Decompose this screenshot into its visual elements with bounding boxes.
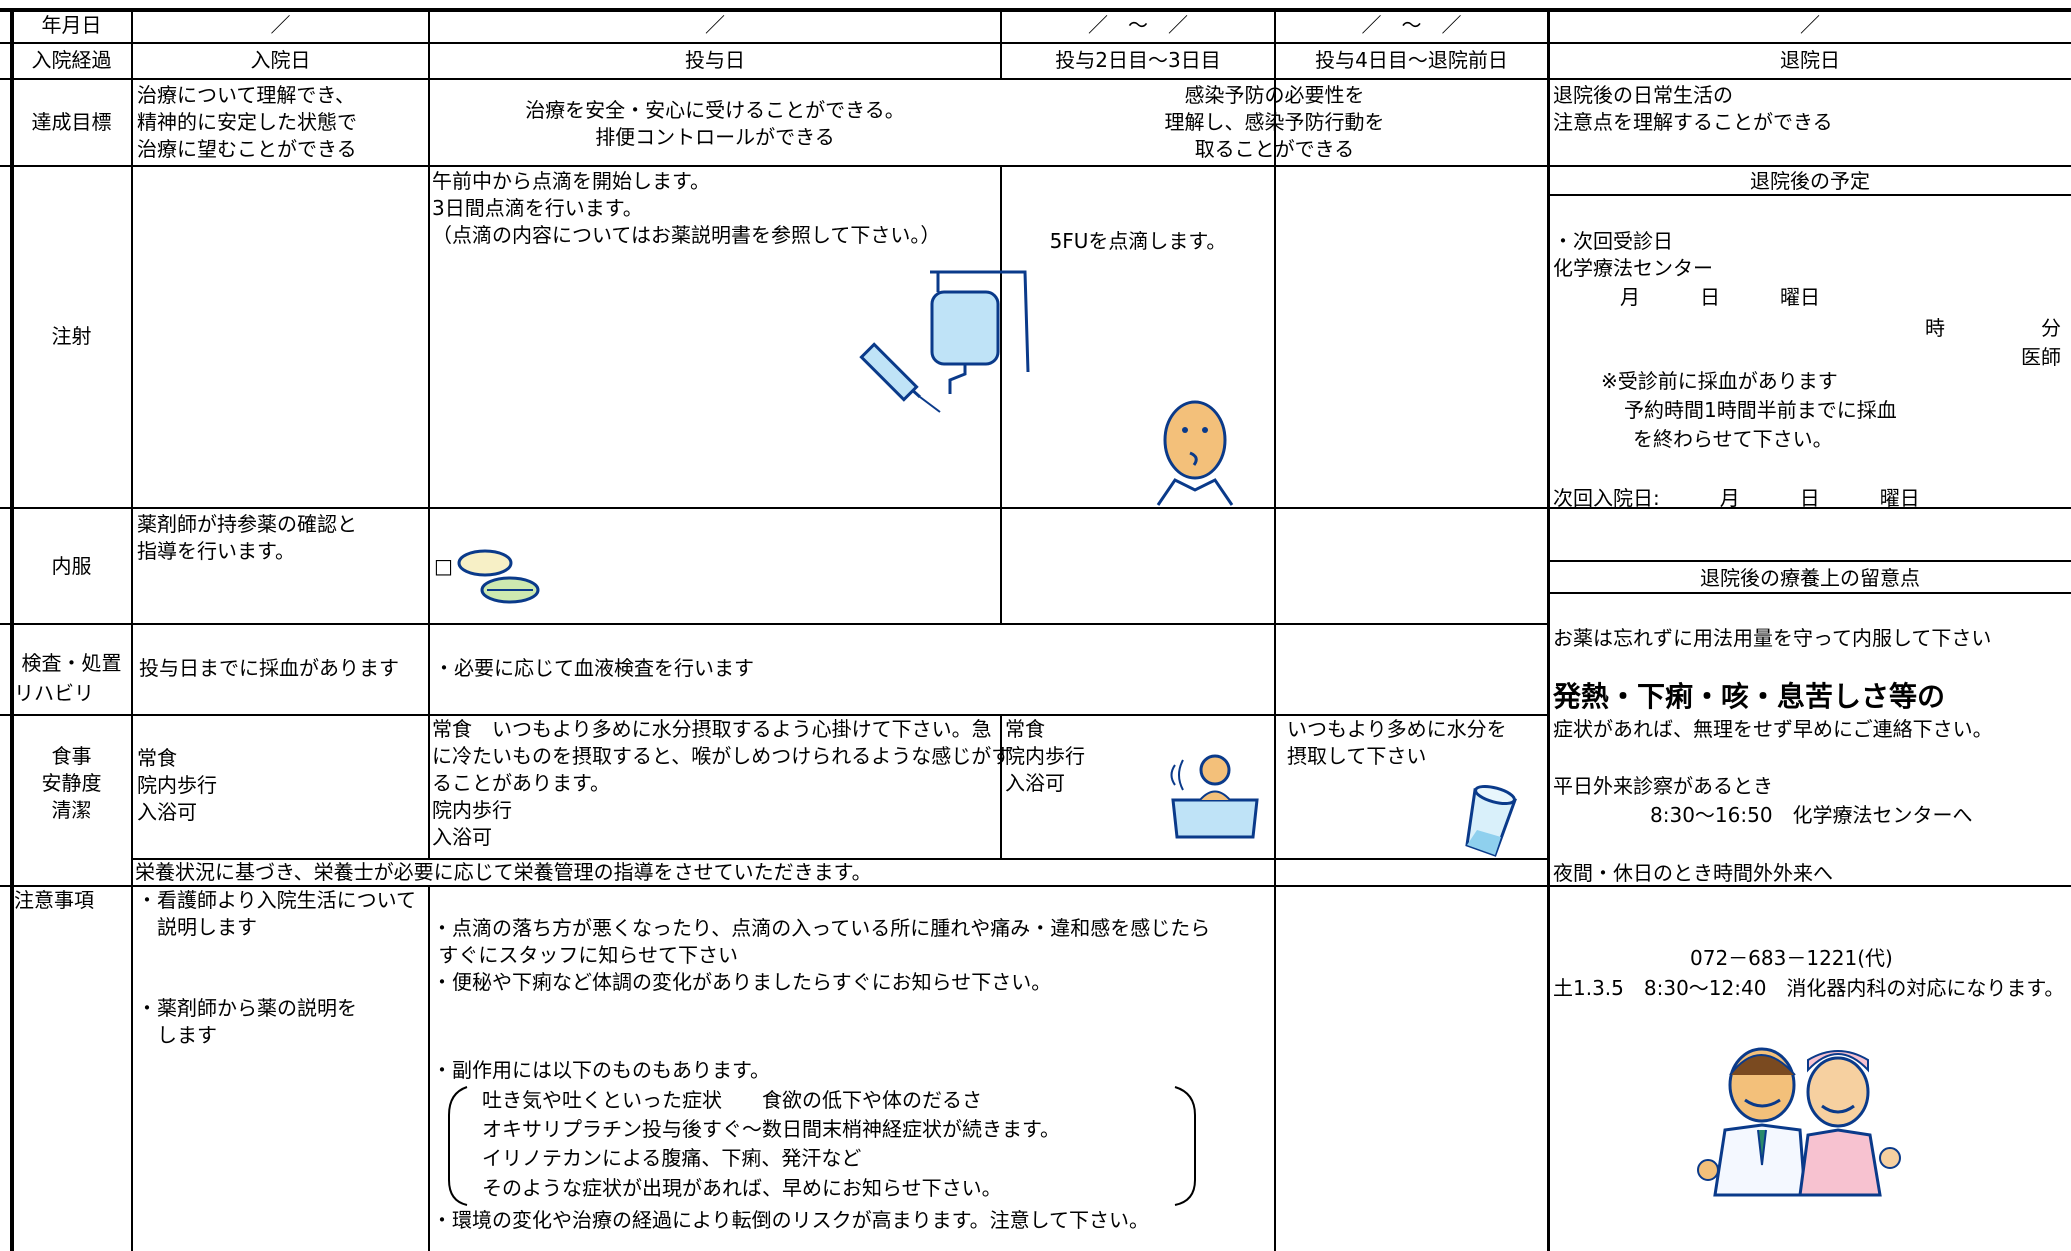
care-contact: 症状があれば、無理をせず早めにご連絡下さい。 bbox=[1553, 717, 1993, 741]
goal-dose: 治療を安全・安心に受けることができる。 排便コントロールができる bbox=[525, 98, 905, 149]
center-name: 化学療法センター bbox=[1553, 256, 1713, 280]
rule bbox=[131, 8, 133, 1251]
label-injection: 注射 bbox=[51, 324, 92, 348]
blood-note-2: 予約時間1時間半前までに採血 bbox=[1624, 398, 1897, 422]
meal-day4: いつもより多めに水分を 摂取して下さい bbox=[1287, 717, 1507, 768]
rule bbox=[1000, 714, 1002, 858]
goal-infection: 感染予防の必要性を 理解し、感染予防行動を 取ることができる bbox=[1164, 83, 1385, 161]
nutrition-note: 栄養状況に基づき、栄養士が必要に応じて栄養管理の指導をさせていただきます。 bbox=[135, 860, 872, 884]
date-day4: ／ ～ ／ bbox=[1361, 13, 1462, 37]
care-symptoms-big: 発熱・下痢・咳・息苦しさ等の bbox=[1553, 680, 1946, 713]
exam-admit: 投与日までに採血があります bbox=[139, 656, 399, 680]
care-medicine: お薬は忘れずに用法用量を守って内服して下さい bbox=[1553, 626, 1992, 650]
notes-admit: ・看護師より入院生活について 説明します ・薬剤師から薬の説明を します bbox=[137, 888, 416, 1047]
rule bbox=[1000, 165, 1002, 623]
meal-day23: 常食 院内歩行 入浴可 bbox=[1005, 717, 1085, 795]
rule bbox=[0, 885, 2071, 887]
blood-note-1: ※受診前に採血があります bbox=[1601, 369, 1838, 393]
date-discharge: ／ bbox=[1800, 13, 1820, 37]
night-note: 夜間・休日のとき時間外外来へ bbox=[1553, 861, 1833, 885]
notes-dose-a: ・点滴の落ち方が悪くなったり、点滴の入っている所に腫れや痛み・違和感を感じたら … bbox=[432, 916, 1211, 994]
col-admit: 入院日 bbox=[250, 48, 311, 72]
rule bbox=[1547, 194, 2071, 196]
side-effect-bracket bbox=[448, 1086, 1196, 1206]
next-visit: ・次回受診日 bbox=[1553, 229, 1673, 253]
rule bbox=[1274, 8, 1276, 165]
rule bbox=[0, 507, 2071, 509]
date-admit: ／ bbox=[270, 13, 291, 37]
label-rehab: リハビリ bbox=[14, 681, 94, 705]
phone-number: 072－683－1221(代) bbox=[1690, 946, 1893, 970]
goal-discharge: 退院後の日常生活の 注意点を理解することができる bbox=[1553, 83, 1833, 134]
meal-admit: 常食 院内歩行 入浴可 bbox=[137, 746, 217, 824]
rule bbox=[1000, 8, 1002, 78]
patient-man-icon bbox=[1156, 400, 1234, 506]
injection-day23: 5FUを点滴します。 bbox=[1049, 229, 1227, 253]
col-dose: 投与日 bbox=[685, 48, 745, 72]
rule bbox=[1547, 8, 1550, 1251]
plan-title: 退院後の予定 bbox=[1750, 169, 1870, 193]
label-date: 年月日 bbox=[41, 13, 102, 37]
rule bbox=[0, 165, 2071, 167]
injection-dose: 午前中から点滴を開始します。 3日間点滴を行います。 （点滴の内容についてはお薬… bbox=[432, 169, 941, 247]
blood-note-3: を終わらせて下さい。 bbox=[1633, 427, 1833, 451]
side-effect-1: 吐き気や吐くといった症状 食欲の低下や体のだるさ bbox=[482, 1088, 982, 1112]
side-effect-4: そのような症状が出現があれば、早めにお知らせ下さい。 bbox=[482, 1176, 1002, 1200]
goal-admit: 治療について理解でき、 精神的に安定した状態で 治療に望むことができる bbox=[137, 83, 357, 161]
label-goal: 達成目標 bbox=[31, 110, 112, 134]
next-admission: 次回入院日: 月 日 曜日 bbox=[1553, 486, 1920, 510]
rule bbox=[131, 858, 1547, 860]
label-oral: 内服 bbox=[51, 554, 92, 578]
date-day23: ／ ～ ／ bbox=[1088, 13, 1188, 37]
doctor-nurse-icon bbox=[1697, 1047, 1901, 1197]
care-title: 退院後の療養上の留意点 bbox=[1700, 566, 1920, 590]
rule-top bbox=[0, 8, 2071, 12]
oral-admit: 薬剤師が持参薬の確認と 指導を行います。 bbox=[137, 512, 357, 563]
saturday-note: 土1.3.5 8:30～12:40 消化器内科の対応になります。 bbox=[1553, 976, 2065, 1000]
label-meal: 食事 安静度 清潔 bbox=[41, 744, 102, 822]
rule bbox=[0, 714, 1547, 716]
visit-hour: 時 bbox=[1925, 316, 1945, 340]
pills-icon bbox=[457, 549, 540, 604]
weekday-time: 8:30～16:50 化学療法センターへ bbox=[1650, 803, 1973, 827]
visit-minute: 分 bbox=[2041, 316, 2061, 340]
water-glass-icon bbox=[1465, 784, 1517, 857]
oral-checkbox: □ bbox=[434, 554, 453, 578]
visit-date-line: 月 日 曜日 bbox=[1620, 285, 1820, 309]
exam-dose: ・必要に応じて血液検査を行います bbox=[434, 656, 754, 680]
notes-dose-c: ・環境の変化や治療の経過により転倒のリスクが高まります。注意して下さい。 bbox=[432, 1208, 1149, 1232]
label-notes: 注意事項 bbox=[14, 888, 94, 912]
notes-dose-b: ・副作用には以下のものもあります。 bbox=[432, 1058, 770, 1082]
visit-doctor: 医師 bbox=[2021, 345, 2061, 369]
label-exam: 検査・処置 bbox=[21, 651, 122, 675]
meal-dose: 常食 いつもより多めに水分摂取するよう心掛けて下さい。急 に冷たいものを摂取する… bbox=[432, 717, 1012, 849]
col-day4: 投与4日目～退院前日 bbox=[1315, 48, 1508, 72]
rule bbox=[428, 8, 430, 858]
date-dose: ／ bbox=[705, 13, 725, 37]
rule bbox=[0, 623, 1547, 625]
rule bbox=[1547, 560, 2071, 562]
col-discharge: 退院日 bbox=[1780, 48, 1840, 72]
side-effect-3: イリノテカンによる腹痛、下痢、発汗など bbox=[482, 1146, 862, 1170]
rule bbox=[0, 42, 2071, 44]
bath-icon bbox=[1170, 754, 1259, 839]
rule bbox=[1274, 165, 1276, 1251]
rule bbox=[428, 885, 430, 1251]
rule bbox=[0, 78, 2071, 80]
side-effect-2: オキサリプラチン投与後すぐ～数日間末梢神経症状が続きます。 bbox=[482, 1117, 1060, 1141]
rule bbox=[1547, 592, 2071, 594]
col-day23: 投与2日目～3日目 bbox=[1055, 48, 1221, 72]
iv-drip-icon bbox=[859, 270, 1030, 413]
weekday-note: 平日外来診察があるとき bbox=[1553, 774, 1773, 798]
label-course: 入院経過 bbox=[31, 48, 112, 72]
rule-left bbox=[10, 8, 14, 1251]
